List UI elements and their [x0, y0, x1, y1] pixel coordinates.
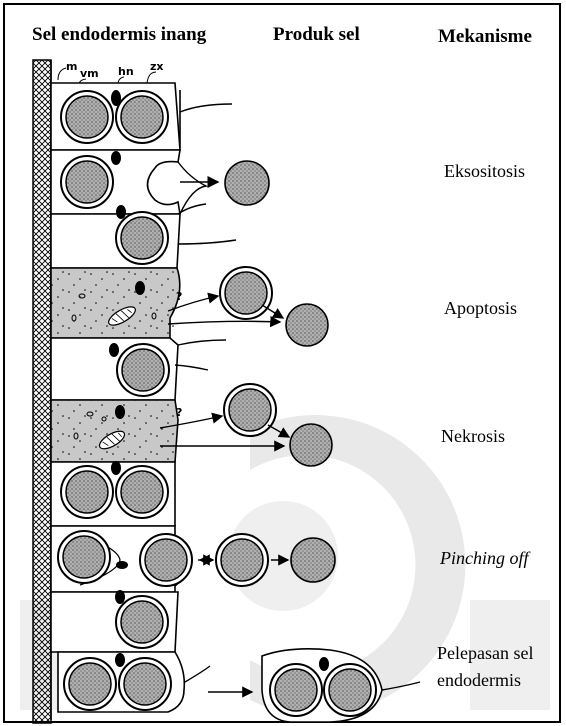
mechanism-apoptosis: Apoptosis: [444, 298, 517, 319]
basement-membrane: [33, 60, 51, 723]
label-hn: hn: [118, 65, 134, 78]
label-vm: vm: [80, 67, 99, 80]
zymogen-granule: [61, 91, 113, 143]
mechanism-release-line2: endodermis: [437, 670, 521, 691]
label-q2: ?: [176, 406, 182, 419]
zymogen-granule: [116, 91, 168, 143]
label-q1: ?: [176, 290, 182, 303]
released-granule: [225, 161, 269, 205]
mechanism-release-line1: Pelepasan sel: [437, 643, 533, 664]
mechanism-exocytosis: Eksositosis: [444, 161, 525, 182]
mechanism-necrosis: Nekrosis: [441, 426, 505, 447]
host-nucleus: [111, 90, 121, 106]
label-zx: zx: [150, 60, 164, 73]
mechanism-pinching-off: Pinching off: [440, 548, 529, 569]
label-m: m: [66, 60, 77, 73]
